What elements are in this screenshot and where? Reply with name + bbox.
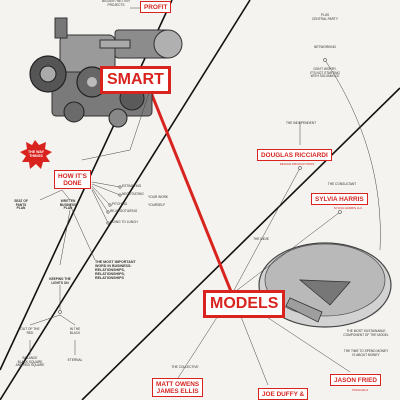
most-important-label: THE MOST IMPORTANT WORD IN BUSINESS: REL… (95, 260, 136, 280)
plus-central-label: PLUS CENTRAL PARTY (312, 13, 338, 21)
hows-done-box: HOW IT'S DONE (54, 170, 91, 189)
profit-box: PROFIT (140, 1, 172, 13)
balance-label: BALANCE BLACK SQUARE AND RED SQUARE (15, 356, 45, 368)
smart-models-link (148, 89, 234, 295)
connector-nodes (58, 58, 342, 314)
lunch-label: GOING TO LUNCH (110, 220, 138, 224)
dont-worry-label: DON'T WORRY, IT'S NOT STARTING WITH SOLV… (310, 67, 340, 79)
bigger-better-label: BIGGER / BETTER PROJECTS (102, 0, 130, 7)
yourself-label: YOURSELF (148, 203, 166, 207)
most-sustainable-label: THE MOST SUSTAINABLE COMPONENT OF THE MO… (343, 329, 389, 337)
keeping-lights-label: KEEPING THE LIGHTS ON (49, 277, 71, 285)
right-diagonal-rule-2 (81, 87, 400, 400)
right-diagonal-rule (0, 0, 251, 400)
sylvia-box: SYLVIA HARRIS (311, 193, 368, 205)
independent-label: THE INDEPENDENT (285, 121, 317, 125)
collective-label: THE COLLECTIVE (171, 365, 199, 369)
pie-illustration (258, 242, 392, 328)
out-of-red-label: OUT OF THE RED (20, 327, 40, 335)
seat-of-pants-label: SEAT OF PANTS PLAN (14, 199, 28, 211)
your-work-label: YOUR WORK (148, 195, 169, 199)
joe-box: JOE DUFFY & (258, 388, 309, 400)
burst-label: THE WAY THINGS (27, 150, 45, 158)
pitching-label: PITCHING (112, 202, 128, 206)
estimating-label: ESTIMATING (122, 184, 142, 188)
indie-label: THE INDIE (253, 237, 269, 241)
matt-box: MATT OWENS JAMES ELLIS (152, 378, 204, 397)
jason-box: JASON FRIED (330, 374, 381, 386)
in-black-label: IN THE BLACK (69, 327, 81, 335)
networking-label: NETWORKING (314, 45, 336, 49)
spend-money-label: THE TIME TO SPEND MONEY IS ABOUT MONEY (343, 349, 389, 357)
sylvia-sub: SYLVIA HARRIS LLC (333, 206, 363, 210)
consultant-label: THE CONSULTANT (327, 182, 357, 186)
douglas-box: DOUGLAS RICCIARDI (257, 149, 332, 161)
jason-sub: 37SIGNALS (351, 388, 369, 392)
written-plan-label: WRITTEN BUSINESS PLAN (59, 199, 77, 211)
smart-box: SMART (100, 66, 171, 94)
things-burst (20, 140, 52, 169)
eternal-label: ETERNAL (67, 358, 83, 362)
negotiating-label: NEGOTIATING (122, 192, 144, 196)
douglas-sub: DESIGN PRODUCTIONS (279, 162, 315, 166)
renegotiating-label: RE-NEGOTIATING (110, 209, 138, 213)
models-box: MODELS (203, 290, 286, 318)
